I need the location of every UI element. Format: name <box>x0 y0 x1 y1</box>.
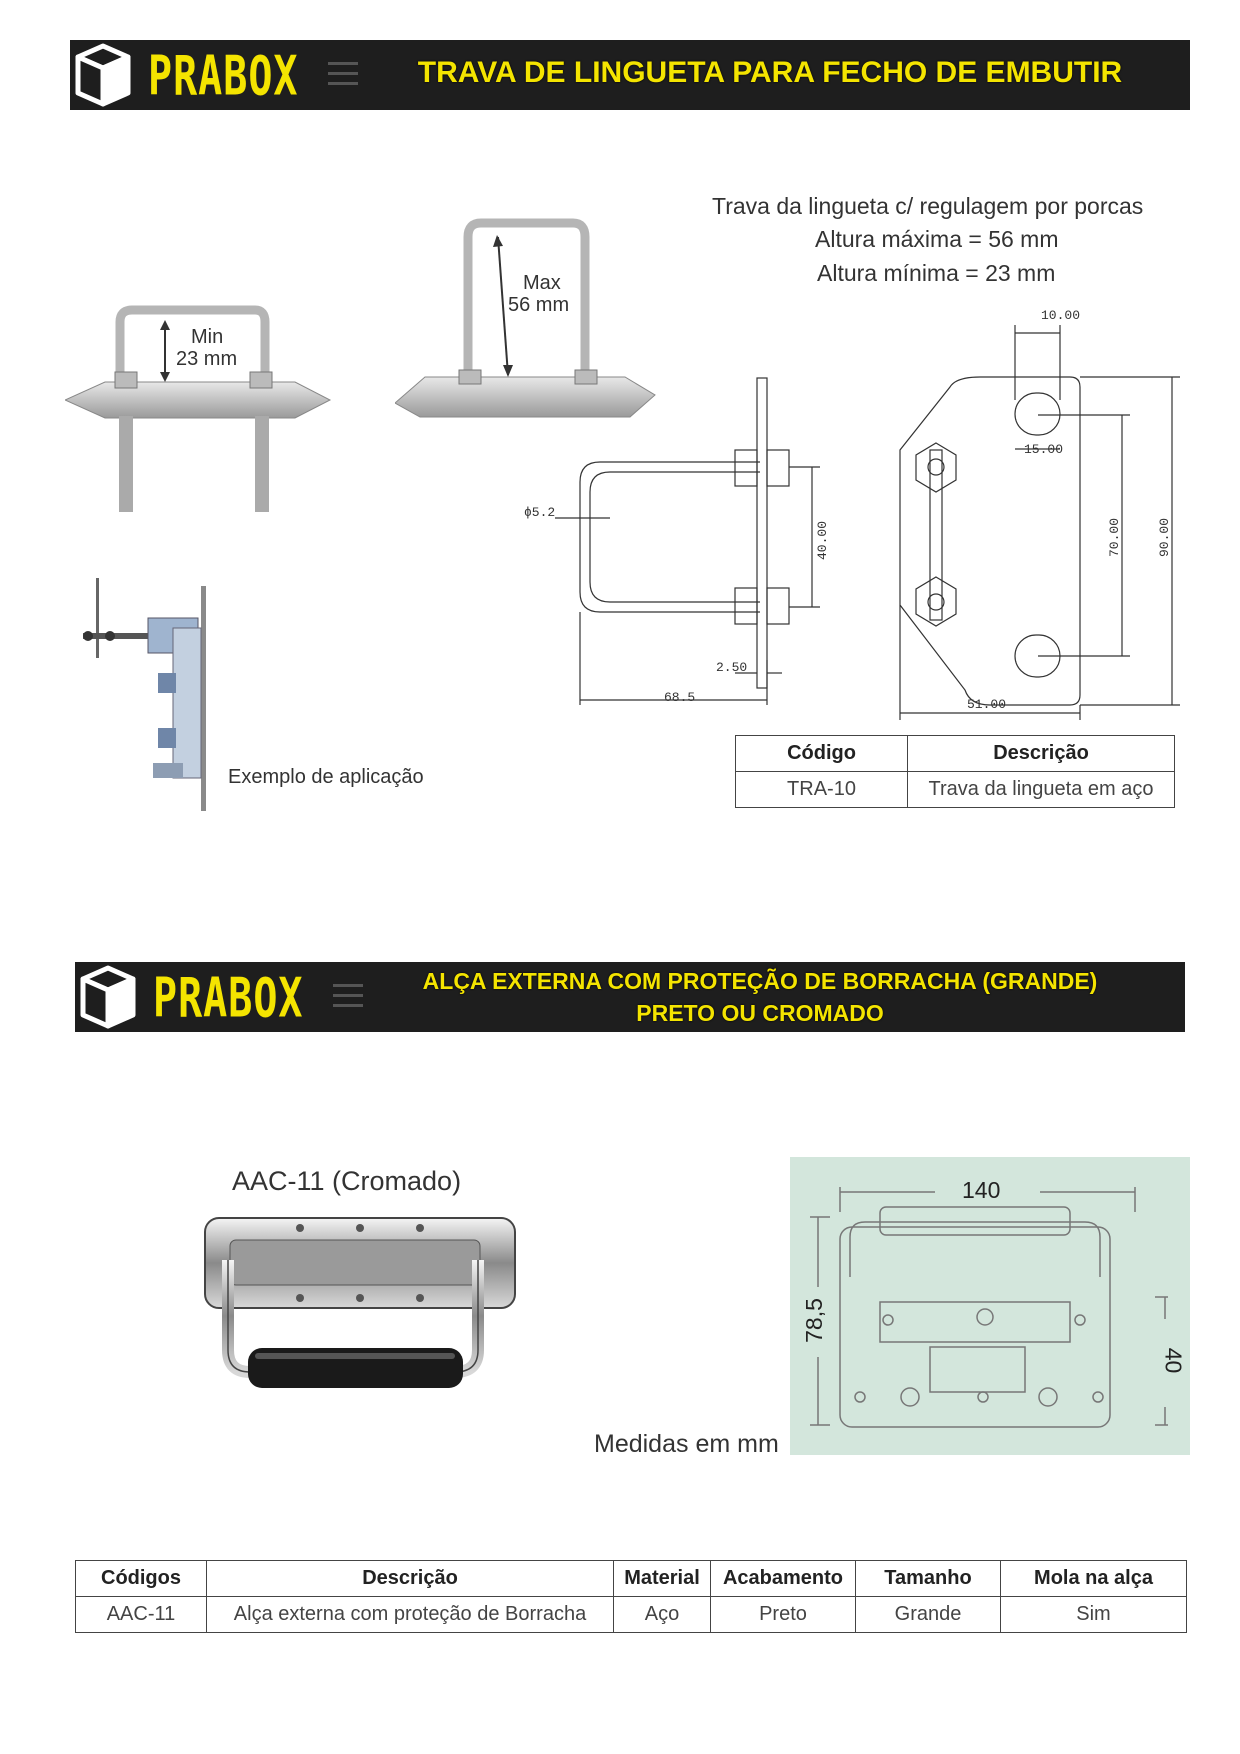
latch-code-table: Código Descrição TRA-10 Trava da linguet… <box>735 735 1175 808</box>
latch-max-photo <box>395 218 656 418</box>
section2-title-line1: ALÇA EXTERNA COM PROTEÇÃO DE BORRACHA (G… <box>422 968 1098 994</box>
latch-min-photo <box>65 305 332 512</box>
table-row: TRA-10 Trava da lingueta em aço <box>735 771 1175 808</box>
dim-70: 70.00 <box>1107 517 1123 558</box>
banner-decoration <box>328 72 358 75</box>
box-logo-icon <box>80 965 136 1029</box>
table-header-cell: Descrição <box>907 735 1175 772</box>
table-cell: TRA-10 <box>735 771 908 808</box>
handle-dimension-drawing: 140 78,5 40 <box>790 1157 1190 1455</box>
spec-line-2: Altura máxima = 56 mm <box>815 226 1059 252</box>
min-value: 23 mm <box>176 348 238 370</box>
dim-10: 10.00 <box>1041 308 1081 323</box>
table-cell: AAC-11 <box>75 1596 207 1633</box>
latch-side-view-drawing <box>555 377 820 705</box>
section2-title-line2: PRETO OU CROMADO <box>636 1000 884 1026</box>
spec-line-3: Altura mínima = 23 mm <box>817 260 1056 286</box>
handle-photo <box>204 1217 516 1388</box>
table-header-cell: Tamanho <box>855 1560 1001 1597</box>
table-header-row: Códigos Descrição Material Acabamento Ta… <box>75 1560 1187 1597</box>
application-example-photo <box>83 578 206 811</box>
banner-decoration <box>328 82 358 85</box>
table-header-row: Código Descrição <box>735 735 1175 772</box>
table-cell: Grande <box>855 1596 1001 1633</box>
dim-2-50: 2.50 <box>716 660 748 675</box>
banner-decoration <box>333 1004 363 1007</box>
brand-name: PRABOX <box>148 45 299 109</box>
table-header-cell: Código <box>735 735 908 772</box>
dim-90: 90.00 <box>1157 517 1173 558</box>
latch-front-view-drawing <box>899 325 1180 720</box>
table-cell: Alça externa com proteção de Borracha <box>206 1596 614 1633</box>
banner-decoration <box>333 984 363 987</box>
min-label: Min <box>191 326 224 348</box>
dim-51: 51.00 <box>967 697 1007 712</box>
application-caption: Exemplo de aplicação <box>228 766 424 788</box>
table-cell: Sim <box>1000 1596 1187 1633</box>
table-header-cell: Material <box>613 1560 711 1597</box>
banner-decoration <box>333 994 363 997</box>
dim-width: 140 <box>962 1177 1001 1203</box>
table-cell: Trava da lingueta em aço <box>907 771 1175 808</box>
table-header-cell: Acabamento <box>710 1560 856 1597</box>
section1-banner: PRABOX TRAVA DE LINGUETA PARA FECHO DE E… <box>70 40 1190 110</box>
table-header-cell: Descrição <box>206 1560 614 1597</box>
dim-15: 15.00 <box>1024 442 1064 457</box>
dim-68-5: 68.5 <box>664 690 696 705</box>
dim-phi: ϕ5.2 <box>524 505 556 520</box>
box-logo-icon <box>75 43 131 107</box>
table-header-cell: Mola na alça <box>1000 1560 1187 1597</box>
table-row: AAC-11 Alça externa com proteção de Borr… <box>75 1596 1187 1633</box>
handle-spec-table: Códigos Descrição Material Acabamento Ta… <box>75 1560 1187 1633</box>
dim-height: 78,5 <box>800 1298 827 1343</box>
max-value: 56 mm <box>508 294 570 316</box>
dim-depth: 40 <box>1160 1347 1187 1374</box>
brand-name: PRABOX <box>153 967 304 1031</box>
table-cell: Aço <box>613 1596 711 1633</box>
section2-banner: PRABOX ALÇA EXTERNA COM PROTEÇÃO DE BORR… <box>75 962 1185 1032</box>
units-caption: Medidas em mm <box>594 1430 779 1458</box>
product-caption: AAC-11 (Cromado) <box>232 1166 462 1196</box>
max-label: Max <box>523 272 561 294</box>
section1-title: TRAVA DE LINGUETA PARA FECHO DE EMBUTIR <box>417 56 1123 89</box>
banner-decoration <box>328 62 358 65</box>
table-cell: Preto <box>710 1596 856 1633</box>
dim-40: 40.00 <box>815 520 831 561</box>
spec-line-1: Trava da lingueta c/ regulagem por porca… <box>712 193 1144 219</box>
table-header-cell: Códigos <box>75 1560 207 1597</box>
handle-outline <box>810 1187 1168 1428</box>
